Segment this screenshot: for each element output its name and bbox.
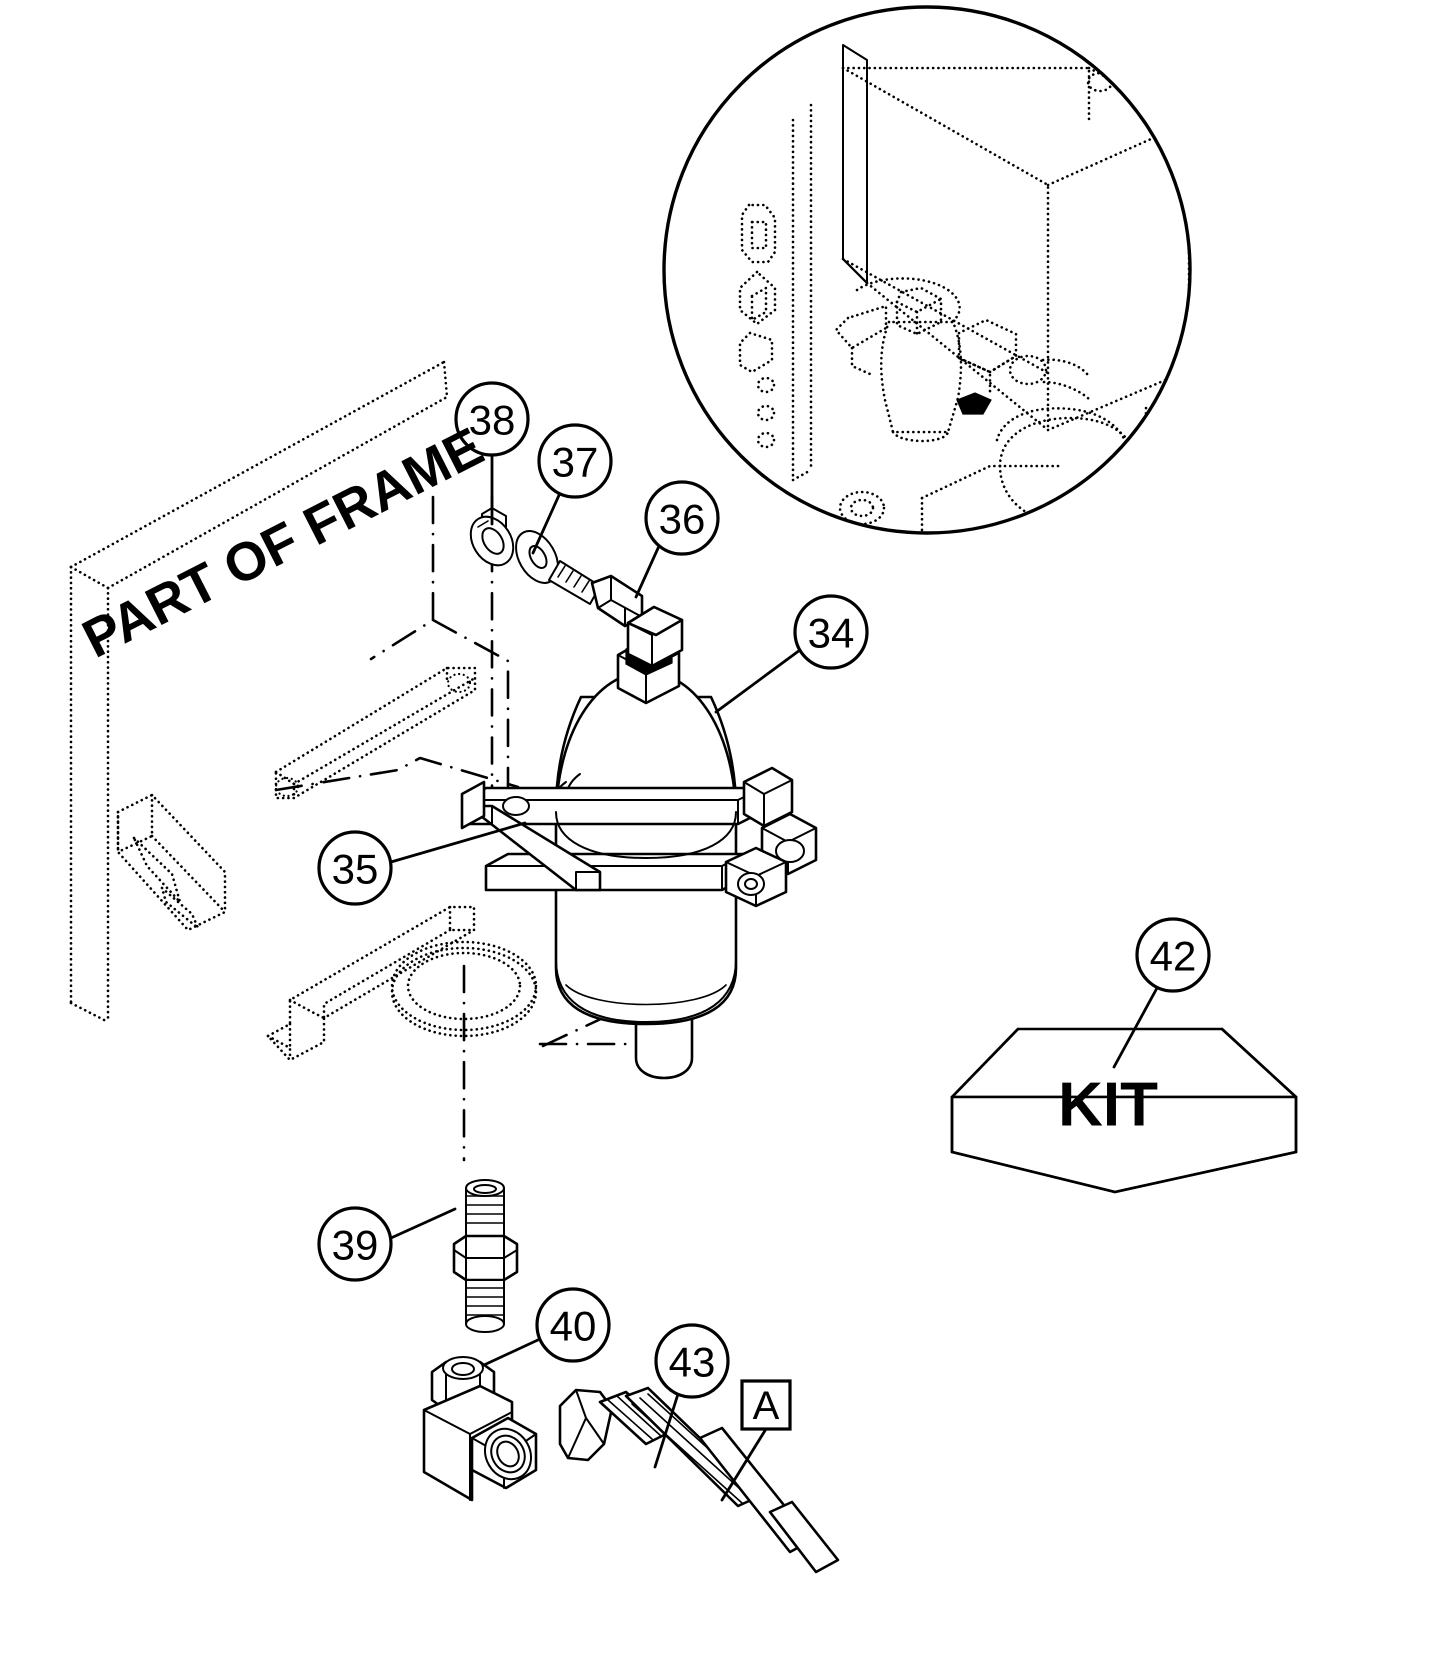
callout-label-42: 42 [1150,933,1197,980]
frame-strap-bar-upper [274,666,477,800]
callout-label-43: 43 [669,1339,716,1386]
callout-bubble-38[interactable]: 38 [454,381,530,457]
detail-inset-view [662,5,1192,535]
callout-label-40: 40 [550,1303,597,1350]
callout-bubble-39[interactable]: 39 [317,1206,393,1282]
callout-bubble-42[interactable]: 42 [1135,917,1211,993]
callout-leader-lines [389,453,1159,1502]
flat-washer-part-37 [515,530,559,584]
hose-assembly-part-43 [558,1386,840,1574]
kit-label: KIT [1058,1071,1158,1140]
callout-label-37: 37 [552,439,599,486]
callout-circle-42[interactable] [1135,917,1211,993]
frame-bracket-plate [116,793,227,932]
reference-box-a-label: A [753,1384,780,1428]
callout-label-38: 38 [469,397,516,444]
leader-43 [653,1392,680,1469]
callout-circle-35[interactable] [317,830,393,906]
leader-39 [389,1207,457,1240]
callout-circle-43[interactable] [654,1323,730,1399]
leader-34 [714,648,802,714]
frame-mount-plate-lower [266,905,538,1062]
hex-nipple-part-39 [452,1179,519,1333]
elbow-fitting-part-40 [422,1356,538,1502]
leader-37 [531,491,562,555]
callout-circle-37[interactable] [537,423,613,499]
callout-bubble-40[interactable]: 40 [535,1287,611,1363]
callout-label-35: 35 [332,846,379,893]
callout-circle-36[interactable] [644,480,720,556]
callout-circle-39[interactable] [317,1206,393,1282]
leader-42 [1112,986,1159,1069]
callout-bubble-43[interactable]: 43 [654,1323,730,1399]
callout-bubble-34[interactable]: 34 [793,594,869,670]
callout-bubble-35[interactable]: 35 [317,830,393,906]
reference-box-a-frame[interactable] [740,1379,792,1431]
mounting-strap-clamp-part-35 [460,766,818,908]
hex-head-bolt-part-36 [548,560,644,628]
callout-circle-38[interactable] [454,381,530,457]
accumulator-tank-part-34 [554,605,738,1080]
reference-box-a[interactable]: A [740,1379,792,1431]
part-of-frame-label: PART OF FRAME [73,416,492,669]
callout-bubble-36[interactable]: 36 [644,480,720,556]
kit-box-part-42 [950,1027,1298,1194]
callout-bubble-37[interactable]: 37 [537,423,613,499]
part-of-frame-panel [69,360,449,1024]
lock-washer-part-38 [469,507,515,567]
callout-circle-34[interactable] [793,594,869,670]
callout-label-36: 36 [659,496,706,543]
callout-label-34: 34 [808,610,855,657]
callout-circle-40[interactable] [535,1287,611,1363]
leader-35 [389,821,527,864]
leader-40 [482,1337,542,1367]
leader-ref-a [720,1427,768,1502]
leader-36 [634,544,661,599]
detail-inset-circle [662,5,1192,535]
callout-label-39: 39 [332,1222,379,1269]
